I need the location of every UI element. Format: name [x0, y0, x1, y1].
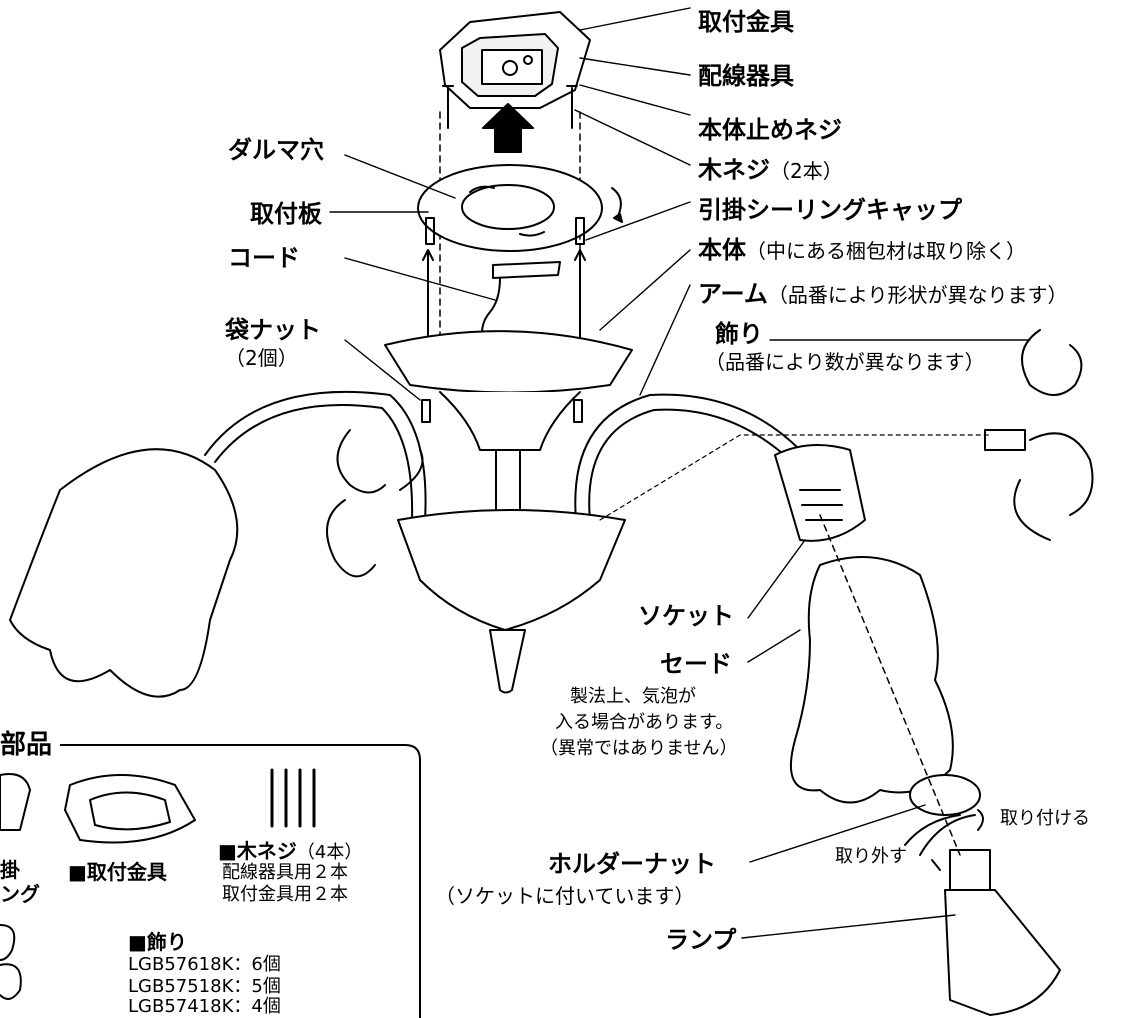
parts-ornaments-label: ■飾り: [128, 930, 187, 954]
nut-guide-arrows: [422, 249, 586, 346]
ornament-dashed-guide: [599, 434, 991, 521]
body-title: 本体: [698, 236, 746, 264]
mount-bracket-label: 取付金具: [698, 8, 794, 36]
ornament-center-left: [326, 429, 424, 578]
detach-rotate-arrow-icon: [904, 814, 961, 871]
parts-box-title: 部品: [0, 732, 61, 758]
parts-ornament-count-2: LGB57518K：5個: [128, 976, 281, 997]
lamp-dashed-axis: [819, 514, 961, 856]
parts-screws-use-2: 取付金具用２本: [222, 884, 348, 905]
left-arm: [204, 390, 427, 521]
leader-lines: [329, 7, 1031, 939]
parts-screws-use-1: 配線器具用２本: [222, 862, 348, 883]
up-arrow-icon: [482, 103, 534, 153]
wood-screw-label: 木ネジ（2本）: [698, 158, 843, 182]
wiring-fixture-label: 配線器具: [698, 62, 794, 90]
left-arm-inner: [214, 404, 414, 521]
lamp-label: ランプ: [665, 926, 737, 954]
parts-screws-label: ■木ネジ（4本）: [218, 838, 362, 862]
shade-label: セード: [660, 650, 732, 678]
parts-box-illustrations: [0, 768, 316, 1000]
ornament-clip: [984, 429, 1026, 451]
socket-label: ソケット: [638, 602, 734, 630]
arm-note: （品番により形状が異なります）: [767, 283, 1068, 307]
mount-plate-label: 取付板: [250, 200, 322, 228]
ornament-note: （品番により数が異なります）: [705, 350, 985, 374]
parts-box-frame: [0, 744, 421, 1018]
shade-note-line-3: （異常ではありません）: [540, 738, 738, 759]
wood-screw-count: （2本）: [770, 159, 843, 183]
arm-title: アーム: [698, 280, 768, 308]
wood-screw-title: 木ネジ: [698, 156, 770, 184]
holder-nut-note: （ソケットに付いています）: [435, 884, 695, 908]
keyhole-label: ダルマ穴: [228, 136, 324, 164]
center-cup-illustration: [397, 509, 626, 694]
detach-label: 取り外す: [835, 846, 907, 867]
holder-nut-label: ホルダーナット: [548, 850, 716, 878]
wood-screws-illustration: [442, 85, 578, 129]
cord-label: コード: [228, 244, 300, 272]
body-label: 本体（中にある梱包材は取り除く）: [698, 238, 1026, 262]
attach-rotate-arrow-icon: [919, 809, 984, 856]
socket-illustration: [774, 444, 866, 542]
parts-bracket-label: ■取付金具: [68, 860, 167, 884]
ceiling-cap-label: 引掛シーリングキャップ: [698, 196, 962, 224]
shade-note-line-2: 入る場合があります。: [555, 712, 734, 733]
parts-ceiling-label-2: ング: [0, 882, 40, 906]
ornament-right: [1013, 329, 1094, 541]
parts-screws-count: （4本）: [296, 842, 363, 863]
parts-ceiling-label-1: 掛: [0, 858, 20, 882]
ornament-label: 飾り: [715, 320, 763, 348]
body-note: （中にある梱包材は取り除く）: [746, 239, 1026, 263]
body-screw-label: 本体止めネジ: [698, 116, 842, 144]
lamp-illustration: [944, 849, 1061, 1016]
left-shade-illustration: [9, 448, 239, 698]
cap-nut-label: 袋ナット: [225, 316, 321, 344]
body-canopy-illustration: [384, 330, 633, 521]
mount-bracket-illustration: [439, 11, 591, 109]
holder-nut-illustration: [909, 774, 981, 816]
parts-ornament-count-3: LGB57418K：4個: [128, 996, 281, 1017]
arm-label: アーム（品番により形状が異なります）: [698, 282, 1067, 306]
parts-screws-title: ■木ネジ: [218, 839, 297, 863]
right-arm: [574, 393, 801, 521]
cap-nut-count: （2個）: [225, 346, 298, 370]
shade-note-line-1: 製法上、気泡が: [570, 686, 696, 707]
parts-ornament-count-1: LGB57618K：6個: [128, 954, 281, 975]
right-shade-illustration: [789, 556, 954, 804]
mount-plate-illustration: [417, 164, 623, 252]
right-arm-inner: [588, 408, 791, 521]
attach-label: 取り付ける: [1000, 808, 1090, 829]
